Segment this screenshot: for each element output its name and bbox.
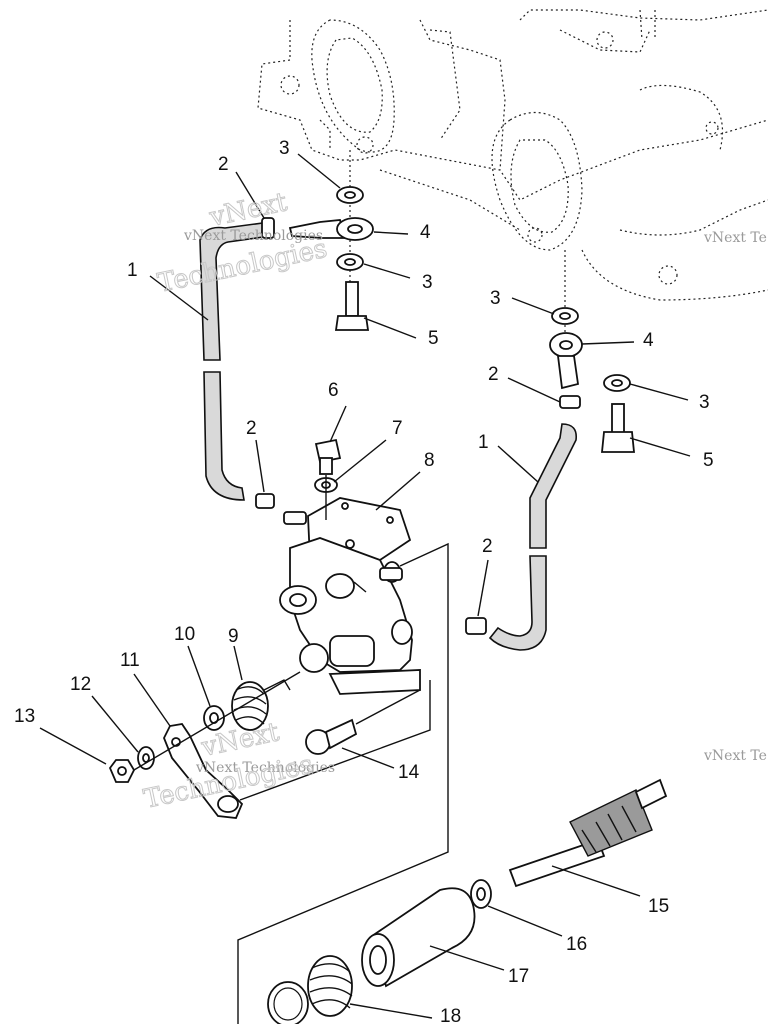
- engine-block: [257, 9, 768, 340]
- label-5-left: 5: [428, 328, 439, 349]
- label-4-left: 4: [420, 222, 431, 243]
- label-16: 16: [566, 934, 587, 955]
- label-9: 9: [228, 626, 239, 647]
- spring-9: [231, 679, 291, 731]
- banjo-bolt-5-right: [601, 403, 635, 453]
- washer-3-top-right: [551, 307, 579, 325]
- retaining-ring: [267, 981, 309, 1024]
- leader-lines: [39, 153, 691, 1019]
- label-3-top-left: 3: [279, 138, 290, 159]
- label-12: 12: [70, 674, 91, 695]
- banjo-fitting-4-left: [288, 217, 374, 241]
- assembly-bracket: [237, 542, 449, 1024]
- label-2-top: 2: [218, 154, 229, 175]
- pump-nipple-right: [379, 567, 403, 581]
- label-2-lower-right: 2: [482, 536, 493, 557]
- label-14: 14: [398, 762, 420, 783]
- label-3-left: 3: [422, 272, 433, 293]
- watermark-text-mid: vNext Technologies: [195, 760, 335, 776]
- watermark-text-top: vNext Technologies: [183, 228, 323, 244]
- sleeve-17: [361, 887, 476, 988]
- label-10: 10: [174, 624, 195, 645]
- watermark-text-right-mid: vNext Te: [703, 748, 767, 764]
- label-15: 15: [648, 896, 669, 917]
- label-1-left: 1: [127, 260, 138, 281]
- washer-3-top-left: [336, 186, 364, 204]
- nut-13: [108, 759, 136, 783]
- hose-clamp-top: [261, 217, 275, 239]
- washer-3-lower-left: [336, 253, 364, 271]
- label-13: 13: [14, 706, 35, 727]
- hose-clamp-mid-left: [255, 493, 275, 509]
- label-7: 7: [392, 418, 403, 439]
- label-2-right: 2: [488, 364, 499, 385]
- label-5-right: 5: [703, 450, 714, 471]
- screw-14-axis: [355, 689, 421, 725]
- label-1-right: 1: [478, 432, 489, 453]
- lever-axis-line: [133, 671, 301, 771]
- label-11: 11: [120, 650, 140, 671]
- hose-clamp-mid-right: [559, 395, 581, 409]
- label-17: 17: [508, 966, 529, 987]
- label-18: 18: [440, 1006, 461, 1024]
- watermark-text-right-top: vNext Te: [703, 230, 767, 246]
- label-6: 6: [328, 380, 339, 401]
- screw-14: [305, 718, 358, 755]
- label-8: 8: [424, 450, 435, 471]
- part-labels: 1 2 3 4 3 5 3 4 2 3 5 6 7 8 2 1 2 9 10 1…: [14, 138, 714, 1024]
- label-2-mid-left: 2: [246, 418, 257, 439]
- drive-shaft-15: [508, 778, 668, 888]
- washer-3-right: [603, 374, 631, 392]
- screw-6: [314, 438, 342, 475]
- hose-left: [199, 221, 271, 501]
- label-4-right: 4: [643, 330, 654, 351]
- hose-clamp-lower-right: [465, 617, 487, 635]
- banjo-bolt-5-left: [334, 281, 370, 331]
- label-3-right-top: 3: [490, 288, 501, 309]
- banjo-fitting-4-right: [549, 332, 583, 390]
- washer-16: [470, 879, 492, 909]
- oil-pump-body: [279, 497, 421, 695]
- lever-11: [163, 723, 244, 819]
- pump-nipple-left: [283, 511, 307, 525]
- label-3-right: 3: [699, 392, 710, 413]
- hose-right: [488, 423, 578, 651]
- spring-18: [307, 955, 353, 1017]
